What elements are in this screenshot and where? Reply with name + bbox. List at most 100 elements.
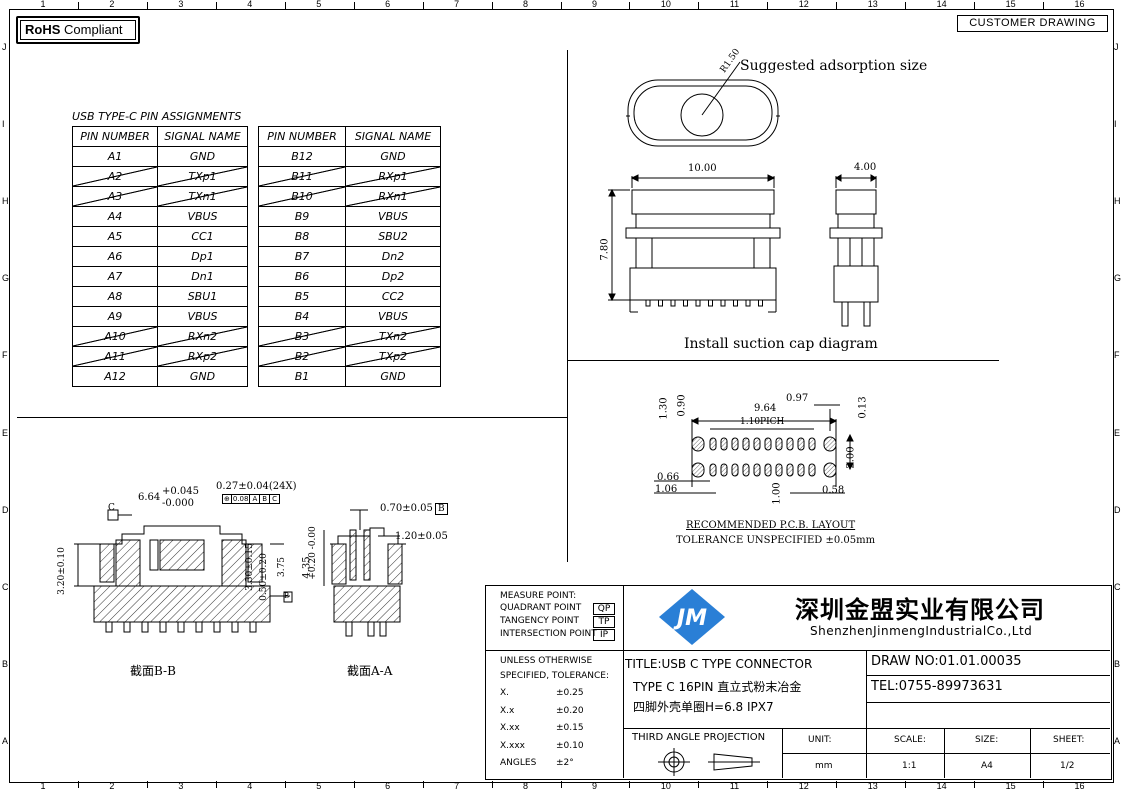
zone-row-label: H — [2, 196, 9, 206]
pin-foot — [159, 622, 167, 633]
aa-dim-435-tol: +0.20 -0.00 — [307, 526, 318, 580]
pcb-dim-130: 1.30 — [658, 397, 670, 420]
zone-col-label: 9 — [591, 781, 597, 791]
measure-point-label: TANGENCY POINT — [500, 616, 579, 626]
height-dim: 7.80 — [599, 238, 611, 261]
tolerance-title-1: UNLESS OTHERWISE — [500, 656, 593, 666]
pcb-dim-058: 0.58 — [822, 485, 845, 496]
zone-tick — [560, 781, 562, 788]
pcb-pad — [786, 463, 794, 477]
pin-foot — [249, 622, 257, 633]
pin-foot — [658, 299, 663, 307]
title-line-2: TYPE C 16PIN 直立式粉末冶金 — [633, 680, 802, 694]
zone-col-label: 10 — [660, 781, 671, 791]
signal-name: SBU1 — [157, 286, 248, 307]
pin-foot — [141, 622, 149, 633]
pin-number: A5 — [72, 226, 158, 247]
zone-tick — [284, 781, 286, 788]
zone-row-label: J — [1114, 41, 1119, 52]
zone-col-label: 1 — [40, 781, 46, 791]
col-signal-name: SIGNAL NAME — [345, 126, 441, 147]
zone-row-label: B — [1114, 659, 1121, 670]
measure-point-label: QUADRANT POINT — [500, 603, 582, 613]
zone-col-label: 8 — [523, 0, 529, 9]
signal-name: RXn2 — [157, 326, 248, 347]
pcb-pad — [775, 463, 783, 477]
signal-name: RXn1 — [345, 186, 441, 207]
sheet-label: SHEET: — [1053, 735, 1085, 745]
size-label: SIZE: — [975, 735, 999, 745]
zone-tick — [698, 2, 700, 9]
pin-foot — [758, 299, 763, 307]
projection-label: THIRD ANGLE PROJECTION — [632, 732, 766, 743]
tolerance-value: ±0.20 — [556, 705, 584, 716]
zone-row-label: D — [2, 504, 9, 515]
zone-tick — [146, 2, 148, 9]
measure-title: MEASURE POINT: — [500, 591, 577, 601]
tb-line — [782, 753, 1110, 754]
zone-row-label: J — [2, 41, 7, 52]
zone-row-label: E — [1114, 427, 1121, 438]
zone-tick — [560, 2, 562, 9]
zone-tick — [422, 781, 424, 788]
signal-name: RXp2 — [157, 346, 248, 367]
rohs-bold: RoHS — [25, 22, 61, 37]
zone-col-label: 4 — [247, 781, 253, 791]
pcb-dim-200: 2.00 — [845, 446, 857, 469]
pin-foot — [708, 299, 713, 307]
connector-top-view — [627, 79, 779, 147]
bb-ref-c: C — [108, 503, 115, 513]
pcb-dim-106: 1.06 — [655, 484, 678, 495]
pcb-pad — [742, 437, 750, 451]
signal-name: GND — [345, 146, 441, 167]
aa-dim-120: 1.20±0.05 — [395, 531, 448, 542]
pcb-dim-090: 0.90 — [676, 394, 688, 417]
customer-drawing-badge: CUSTOMER DRAWING — [957, 15, 1108, 32]
zone-col-label: 6 — [385, 0, 391, 9]
zone-tick — [146, 781, 148, 788]
pin-number: B11 — [258, 166, 346, 187]
tb-line — [623, 585, 624, 778]
scale-label: SCALE: — [894, 735, 926, 745]
unit-value: mm — [815, 761, 833, 771]
zone-col-label: 5 — [316, 0, 322, 9]
tb-line — [866, 702, 1110, 703]
zone-row-label: B — [2, 659, 9, 670]
measure-point-code: QP — [593, 603, 615, 615]
divider-horizontal-left — [17, 417, 568, 418]
pin-foot — [123, 622, 131, 633]
pcb-pad — [731, 463, 739, 477]
pin-number: A1 — [72, 146, 158, 167]
col-pin-number: PIN NUMBER — [72, 126, 158, 147]
zone-col-label: 14 — [936, 0, 947, 9]
zone-tick — [974, 2, 976, 9]
zone-col-label: 11 — [729, 781, 740, 791]
col-signal-name: SIGNAL NAME — [157, 126, 248, 147]
signal-name: TXp1 — [157, 166, 248, 187]
pin-number: A12 — [72, 366, 158, 387]
pin-number: A3 — [72, 186, 158, 207]
company-logo: JM — [659, 589, 725, 645]
zone-col-label: 12 — [798, 0, 809, 9]
sheet-value: 1/2 — [1060, 761, 1075, 771]
pin-number: B4 — [258, 306, 346, 327]
pin-number: B6 — [258, 266, 346, 287]
zone-col-label: 6 — [385, 781, 391, 791]
zone-tick — [1043, 2, 1045, 9]
pcb-pad — [742, 463, 750, 477]
pcb-caption-2: TOLERANCE UNSPECIFIED ±0.05mm — [676, 535, 876, 546]
title-line-3: 四脚外壳单圈H=6.8 IPX7 — [633, 700, 774, 714]
title-line-1: TITLE:USB C TYPE CONNECTOR — [625, 657, 813, 671]
signal-name: Dn2 — [345, 246, 441, 267]
zone-col-label: 15 — [1005, 0, 1016, 9]
pin-number: B5 — [258, 286, 346, 307]
bb-dim-050: 0.50±0.20 — [258, 553, 269, 601]
bb-dim-width-tol-up: +0.045 — [162, 486, 200, 497]
